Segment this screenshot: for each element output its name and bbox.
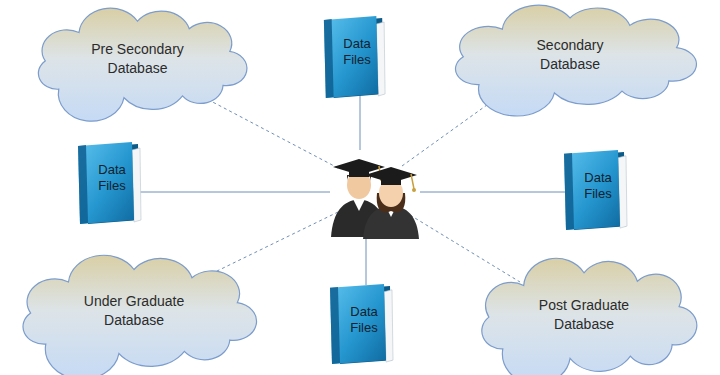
data-files-folder: Data Files (560, 148, 630, 232)
solid-link (420, 192, 565, 193)
cloud-shape (468, 258, 700, 372)
dashed-link (205, 98, 338, 168)
data-files-folder: Data Files (320, 14, 388, 100)
dashed-link (215, 212, 338, 272)
folder-label: Data Files (87, 140, 137, 195)
database-cloud: Under Graduate Database (8, 255, 260, 367)
database-label: Secondary Database (505, 36, 635, 74)
database-cloud: Pre Secondary Database (25, 8, 250, 110)
folder-label: Data Files (333, 14, 381, 69)
solid-link (140, 192, 330, 193)
solid-link (360, 95, 361, 150)
database-label: Under Graduate Database (71, 292, 197, 330)
database-cloud: Secondary Database (440, 5, 700, 105)
folder-label: Data Files (573, 148, 623, 203)
data-files-folder: Data Files (74, 140, 144, 226)
data-files-folder: Data Files (326, 282, 396, 366)
dashed-link (405, 212, 520, 282)
graduates-icon (325, 145, 425, 240)
cloud-shape (25, 8, 250, 110)
database-cloud: Post Graduate Database (468, 258, 700, 372)
database-label: Pre Secondary Database (81, 40, 194, 78)
solid-link (366, 235, 367, 285)
cloud-shape (440, 5, 700, 105)
folder-label: Data Files (339, 282, 389, 337)
database-label: Post Graduate Database (526, 296, 642, 334)
cloud-shape (8, 255, 260, 367)
